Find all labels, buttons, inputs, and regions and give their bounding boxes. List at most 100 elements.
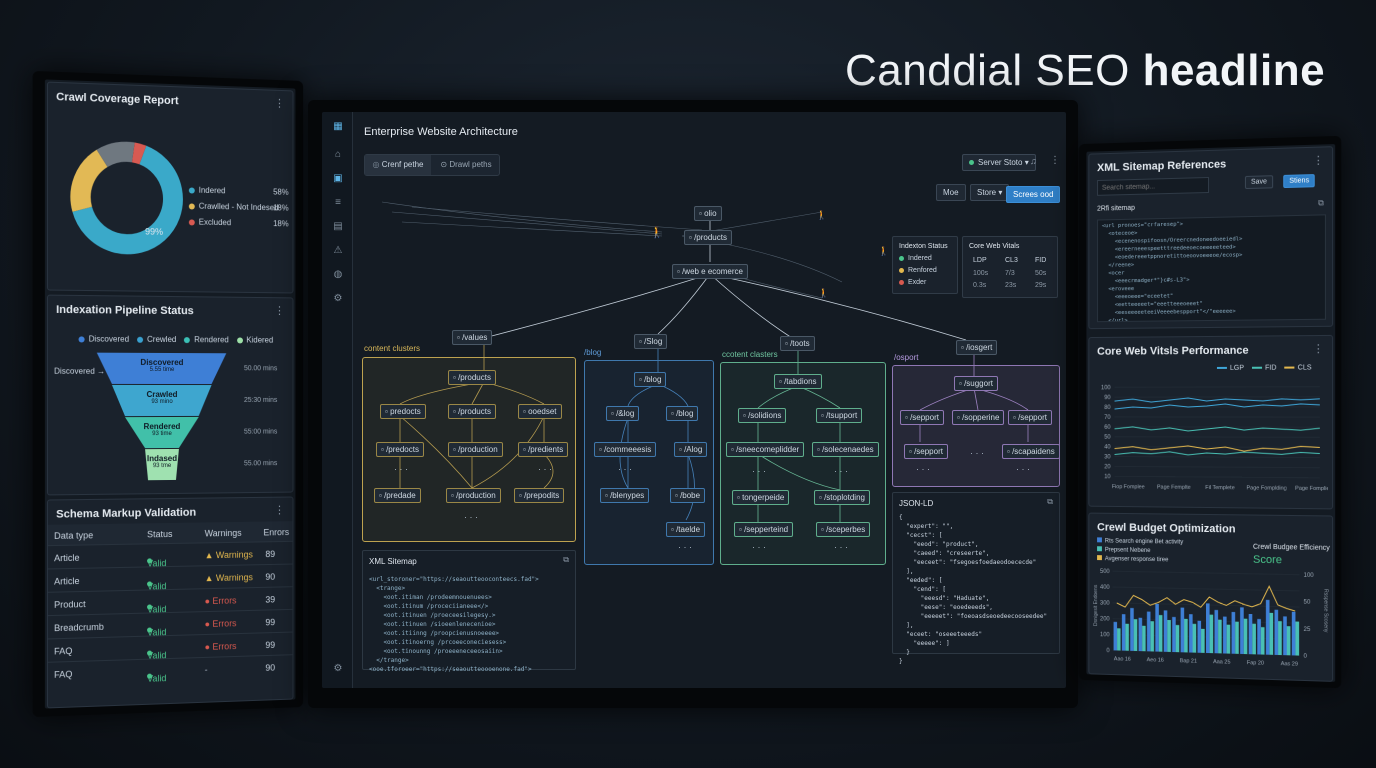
cwv-r2-lcp: 0.3s	[973, 282, 987, 289]
c2-node[interactable]: ▫ /blog	[634, 372, 667, 387]
c3-node[interactable]: ▫ /tsupport	[816, 408, 863, 423]
series-line-lcp2	[1115, 398, 1320, 402]
tree-node-ecommerce[interactable]: ▫ /web e ecomerce	[672, 264, 748, 279]
more-icon[interactable]: ⋮	[274, 504, 285, 517]
gridline	[1115, 387, 1320, 388]
copy-icon[interactable]: ⧉	[1047, 497, 1053, 506]
status-dot	[969, 160, 974, 166]
more-icon[interactable]: ⋮	[1050, 155, 1060, 166]
alert-icon[interactable]: ⚠	[333, 245, 343, 256]
c2-node[interactable]: ▫ /taelde	[666, 522, 706, 537]
c3-node[interactable]: ▫ /sneecomeplidder	[726, 442, 805, 457]
copy-icon[interactable]: ⧉	[1318, 198, 1324, 208]
c1-node[interactable]: ▫ ooedset	[518, 404, 562, 419]
tree-node-root[interactable]: ▫ olio	[694, 206, 722, 221]
bell-icon[interactable]: ♫	[1030, 156, 1037, 166]
bar-present	[1158, 615, 1163, 652]
cell-errors: 90	[265, 571, 276, 582]
tree-node-values[interactable]: ▫ /values	[452, 330, 493, 345]
c3-node[interactable]: ▫ /tabdions	[774, 374, 822, 389]
sitemap-save-button[interactable]: Save	[1244, 175, 1274, 190]
c4-node[interactable]: ▫ /scapaidens	[1002, 444, 1060, 459]
cell-type: FAQ	[54, 669, 73, 680]
tab-crawl-paths[interactable]: ◎ Crenf pethe	[365, 155, 431, 175]
budget-title: Crewl Budget Optimization	[1097, 521, 1236, 536]
bar-present	[1295, 621, 1300, 656]
c1-node[interactable]: ▫ /products	[448, 404, 496, 419]
ellipsis: · · ·	[752, 466, 766, 476]
c2-node[interactable]: ▫ /blog	[666, 406, 699, 421]
cwv-r1-lcp: 100s	[973, 270, 989, 277]
c1-node[interactable]: ▫ /production	[448, 442, 503, 457]
more-icon[interactable]: ⋮	[274, 97, 285, 110]
more-icon[interactable]: ⋮	[1312, 343, 1324, 356]
c2-node[interactable]: ▫ /Alog	[674, 442, 708, 457]
tree-node-support-top[interactable]: ▫ /iosgert	[956, 340, 998, 355]
c3-node[interactable]: ▫ /solecenaedes	[812, 442, 879, 457]
sitemap-stiens-button[interactable]: Stiens	[1283, 174, 1316, 189]
settings-bottom-icon[interactable]: ⚙	[333, 663, 343, 674]
bar-present	[1184, 618, 1188, 653]
app-logo-icon[interactable]: ▦	[333, 121, 343, 132]
tab-draw-paths[interactable]: ⊙ Drawl peths	[440, 160, 492, 169]
server-status-select[interactable]: Server Stoto ▾	[962, 154, 1036, 171]
tree-node-tools-top[interactable]: ▫ /toots	[780, 336, 815, 351]
c3-node[interactable]: ▫ /stoplotding	[814, 490, 870, 505]
copy-icon[interactable]: ⧉	[563, 555, 569, 564]
home-icon[interactable]: ⌂	[334, 149, 342, 160]
pipeline-legend-item: Crewled	[137, 335, 176, 344]
more-icon[interactable]: ⋮	[274, 305, 285, 318]
c2-node[interactable]: ▫ /bobe	[670, 488, 706, 503]
left-nav: ▦ ⌂ ▣ ≡ ▤ ⚠ ◍ ⚙ ⚙	[322, 112, 353, 688]
budget-card: Crewl Budget Optimization Rts Search eng…	[1088, 512, 1334, 682]
tree-node-blog-top[interactable]: ▫ /Slog	[634, 334, 668, 349]
c3-node[interactable]: ▫ /solidions	[738, 408, 787, 423]
bar-present	[1252, 623, 1256, 655]
bar-activity	[1206, 603, 1210, 654]
index-status-title: Indexton Status	[899, 243, 948, 250]
sitemap-refs-title: XML Sitemap References	[1097, 158, 1227, 175]
c3-node[interactable]: ▫ /sepperteind	[734, 522, 794, 537]
c4-node[interactable]: ▫ /sepport	[904, 444, 948, 459]
c2-node[interactable]: ▫ /blenypes	[600, 488, 650, 503]
c1-node[interactable]: ▫ /prepodits	[514, 488, 565, 503]
x-tick-label: Fap 20	[1247, 660, 1264, 667]
series-line-lcp	[1115, 404, 1320, 409]
c1-node[interactable]: ▫ /predade	[374, 488, 421, 503]
cell-warnings: ● Errors	[204, 618, 237, 630]
dashboard-icon[interactable]: ▣	[333, 173, 343, 184]
c3-node[interactable]: ▫ tongerpeide	[732, 490, 790, 505]
screens-button[interactable]: Screes ood	[1006, 186, 1061, 203]
more-icon[interactable]: ⋮	[1312, 154, 1324, 168]
c2-node[interactable]: ▫ /commeeesis	[594, 442, 657, 457]
tree-node-products[interactable]: ▫ /products	[684, 230, 732, 245]
mode-button[interactable]: Moe	[936, 184, 966, 201]
legend-swatch	[1097, 555, 1102, 561]
chart-icon[interactable]: ▤	[333, 221, 343, 232]
c3-node[interactable]: ▫ /sceperbes	[816, 522, 871, 537]
stage-time: 55:00 mins	[243, 428, 278, 436]
c2-node[interactable]: ▫ /&log	[606, 406, 640, 421]
settings-icon[interactable]: ⚙	[333, 293, 343, 304]
c4-node[interactable]: ▫ /sepport	[1008, 410, 1052, 425]
sitemap-icon[interactable]: ≡	[335, 197, 341, 208]
c1-node[interactable]: ▫ /production	[446, 488, 501, 503]
c1-node[interactable]: ▫ /predients	[518, 442, 569, 457]
sitemap-search-input[interactable]	[1097, 176, 1209, 196]
stage-time: 25:30 mins	[243, 396, 278, 404]
x-tick-label: Page Fomplding	[1246, 485, 1286, 491]
c4-node[interactable]: ▫ /sepport	[900, 410, 944, 425]
ellipsis: · · ·	[1016, 464, 1030, 474]
c1-node[interactable]: ▫ predocts	[380, 404, 426, 419]
globe-icon[interactable]: ◍	[333, 269, 343, 280]
status-item: Renfored	[899, 267, 937, 279]
x-tick-label: Fil Templete	[1205, 485, 1234, 491]
c1-node[interactable]: ▫ /predocts	[376, 442, 424, 457]
c1-node[interactable]: ▫ /products	[448, 370, 496, 385]
c4-node[interactable]: ▫ /sopperine	[952, 410, 1005, 425]
c4-node[interactable]: ▫ /suggort	[954, 376, 998, 391]
ellipsis: · · ·	[618, 464, 632, 474]
